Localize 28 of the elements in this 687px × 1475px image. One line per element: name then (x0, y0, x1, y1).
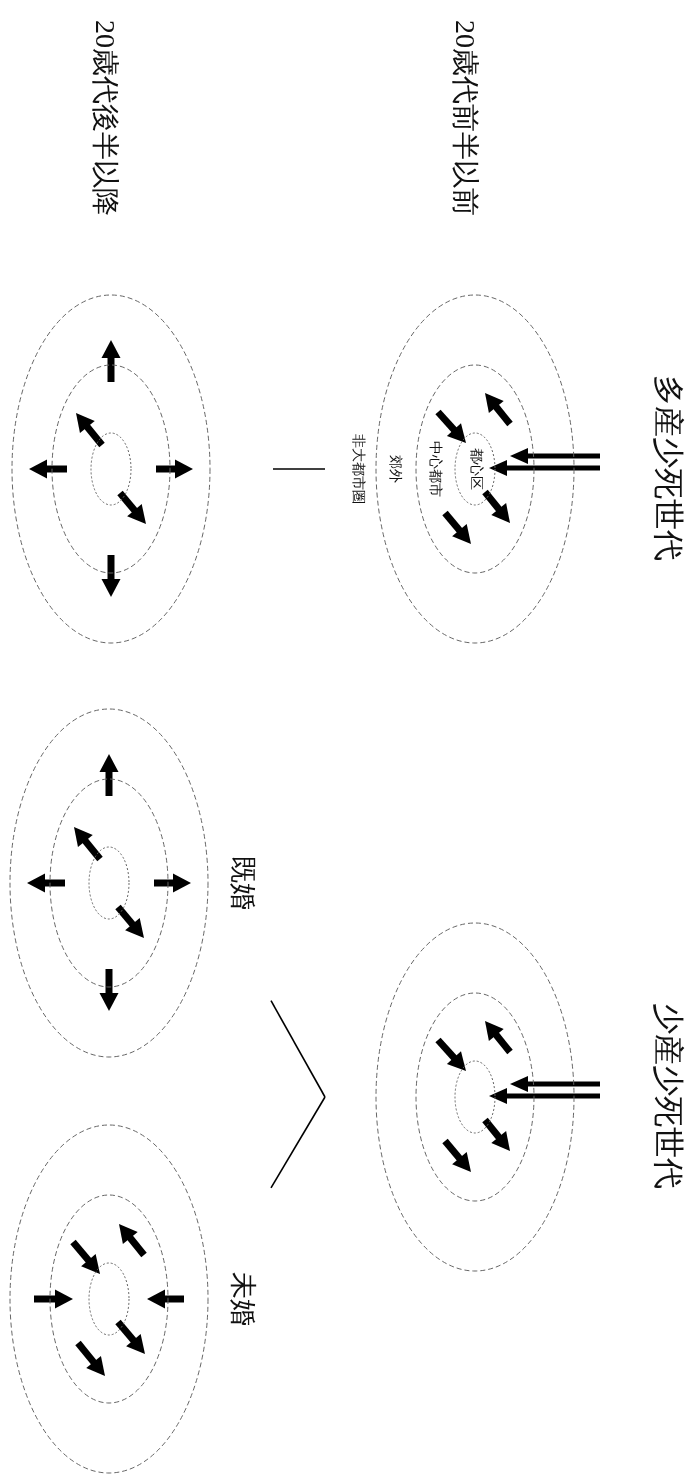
connector-line (270, 999, 326, 1098)
dashed-ring (49, 1194, 169, 1404)
dashed-ring (49, 778, 169, 988)
zone-label: 郊外 (388, 455, 402, 483)
dashed-ring (9, 708, 209, 1058)
dotted-ring (454, 432, 496, 506)
row-heading: 20歳代前半以前 (451, 20, 479, 216)
dashed-ring (11, 294, 211, 644)
dotted-ring (90, 432, 132, 506)
dotted-ring (454, 1060, 496, 1134)
group-label: 未婚 (228, 1272, 256, 1326)
dotted-ring (88, 1262, 130, 1336)
column-heading: 少産少死世代 (652, 1003, 684, 1189)
dotted-ring (88, 846, 130, 920)
dashed-ring (415, 364, 535, 574)
dashed-ring (375, 922, 575, 1272)
connector-line (270, 1096, 326, 1189)
group-label: 既婚 (228, 856, 256, 910)
dashed-ring (375, 294, 575, 644)
zone-label: 非大都市圏 (351, 434, 365, 504)
column-heading: 多産少死世代 (652, 375, 684, 561)
dashed-ring (9, 1124, 209, 1474)
zone-label: 都心区 (469, 448, 483, 490)
dashed-ring (415, 992, 535, 1202)
zone-label: 中心都市 (428, 441, 442, 497)
connector-line (272, 468, 326, 470)
dashed-ring (51, 364, 171, 574)
row-heading: 20歳代後半以降 (91, 20, 119, 216)
